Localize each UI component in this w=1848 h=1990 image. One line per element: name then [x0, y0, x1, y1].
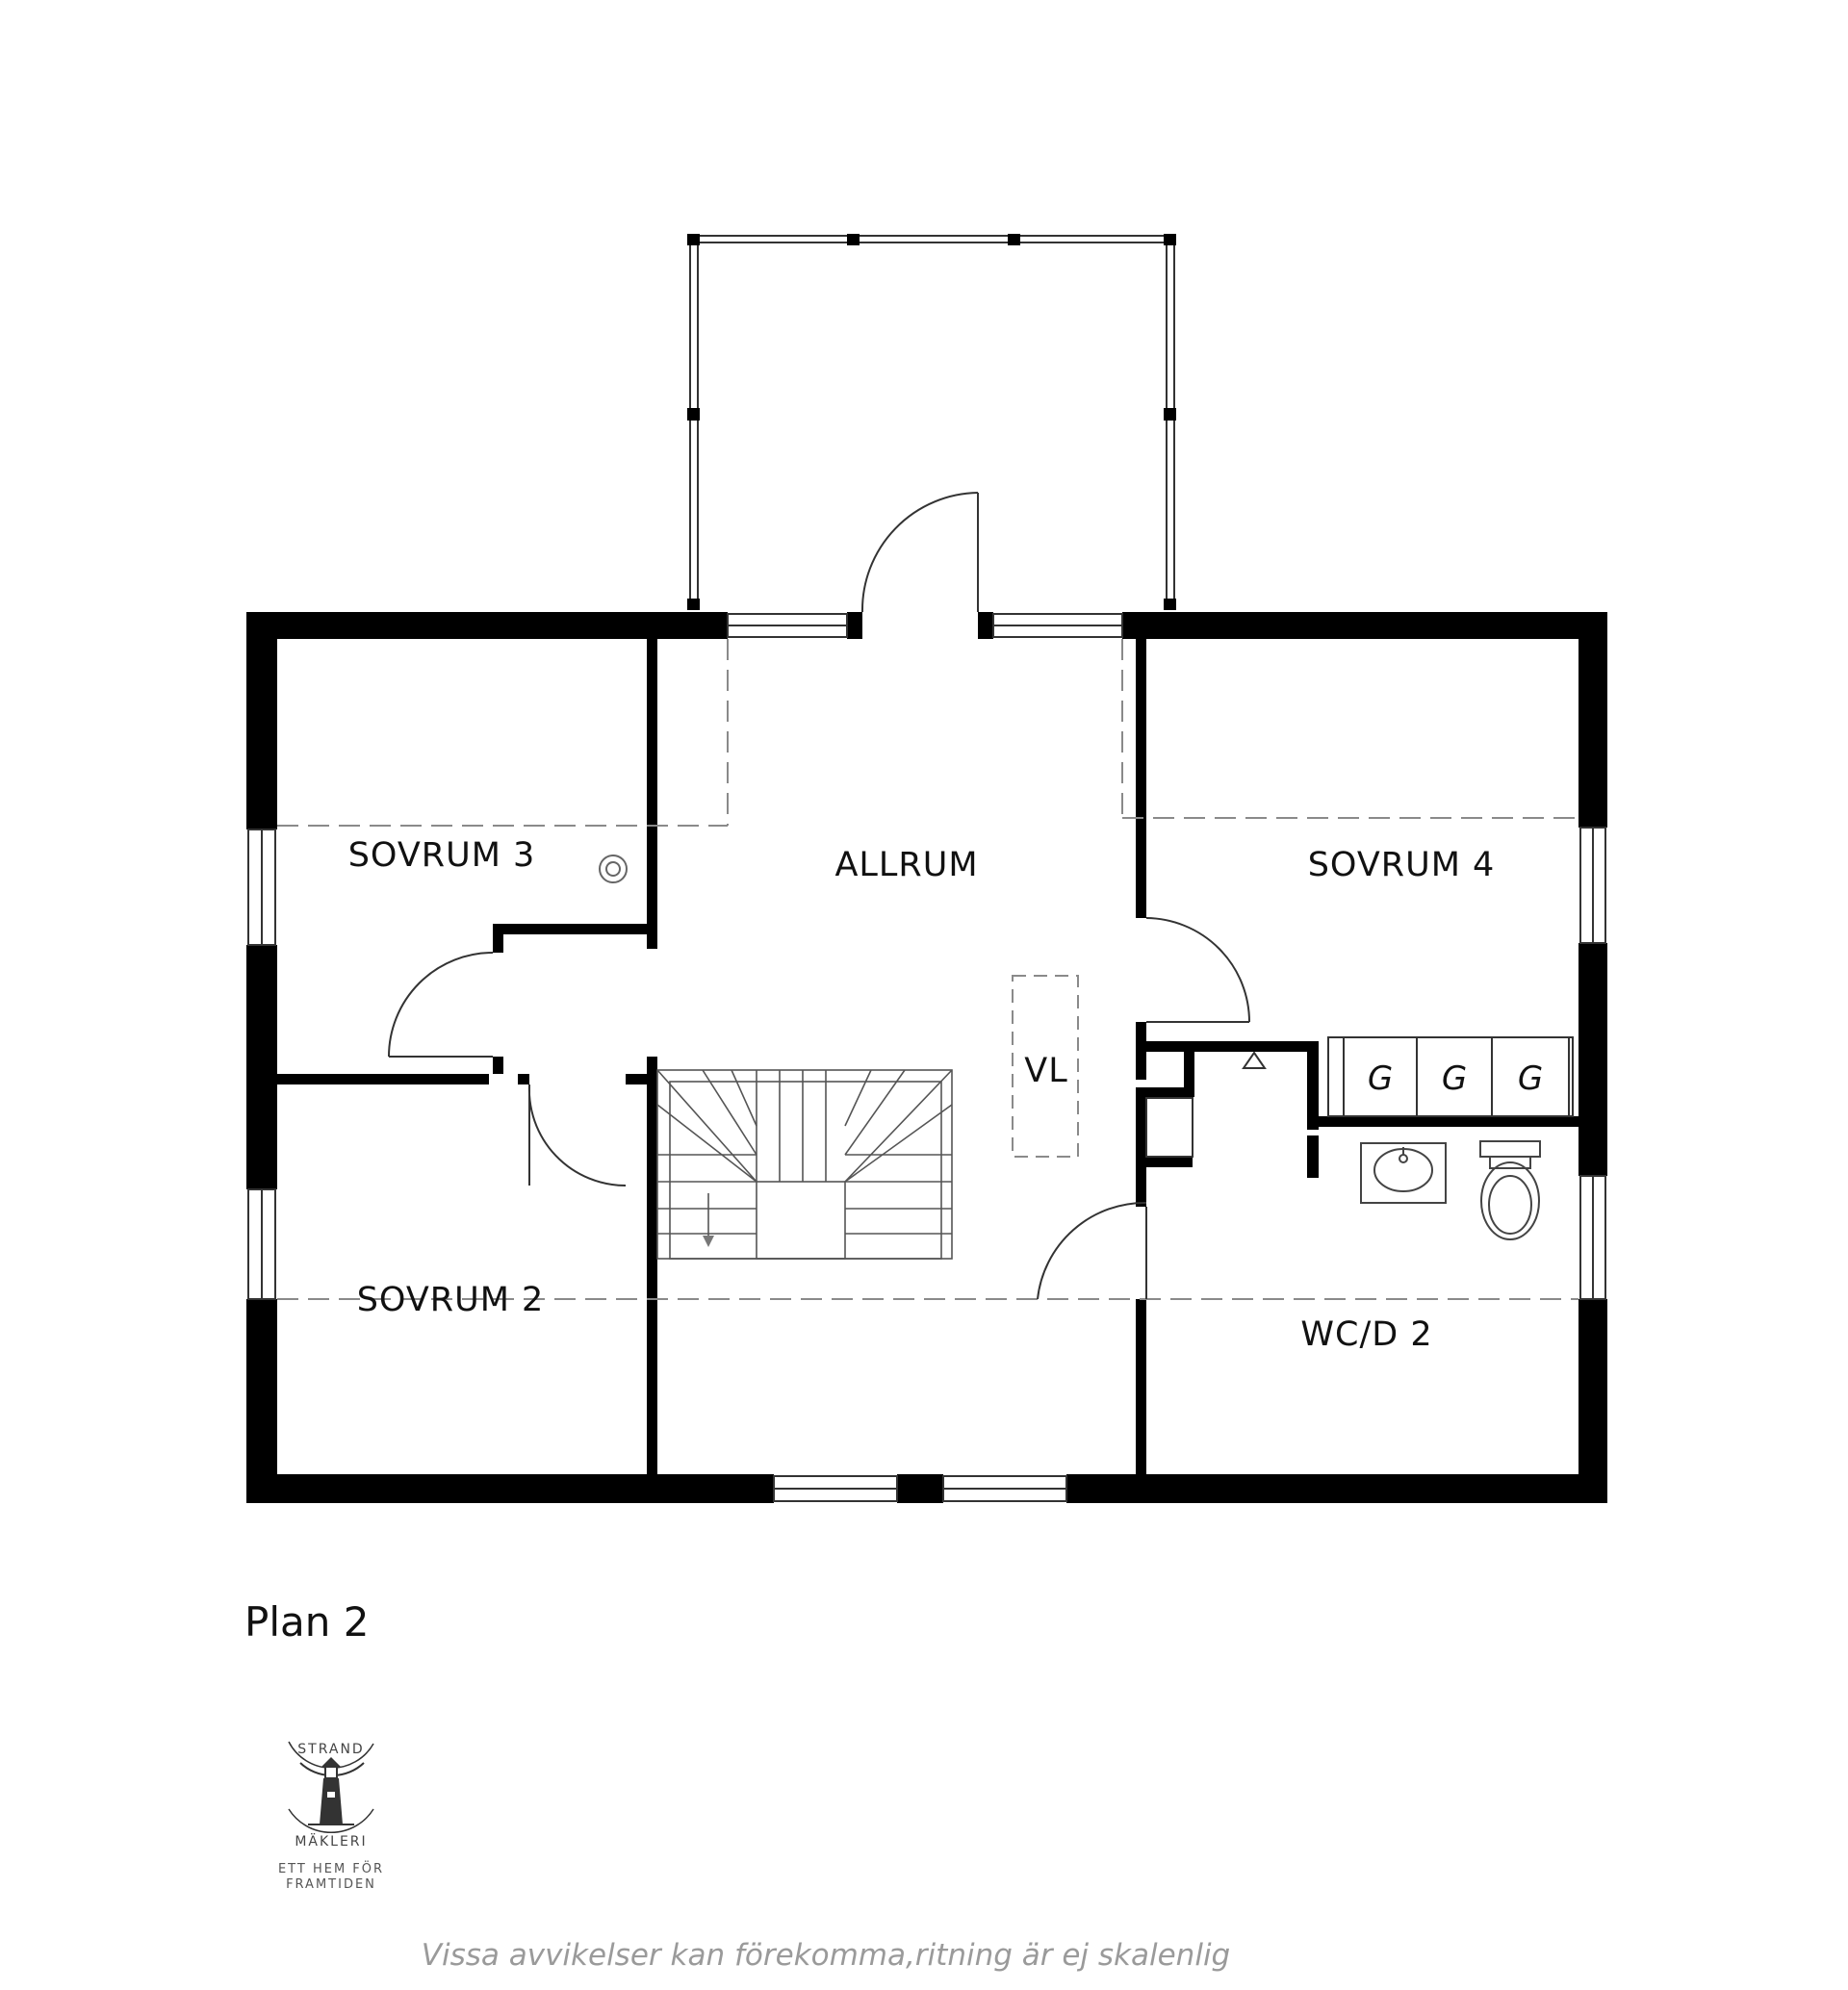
logo-tagline-2: FRAMTIDEN: [286, 1877, 376, 1892]
closet-label: G: [1518, 1059, 1543, 1098]
logo-top-text: STRAND: [297, 1742, 364, 1757]
logo-tagline-1: ETT HEM FÖR: [278, 1860, 384, 1876]
vl-outline: [1012, 975, 1079, 1158]
room-label-sovrum4: SOVRUM 4: [1308, 846, 1496, 884]
floor-fixture-circle: [599, 855, 628, 883]
closet-label: G: [1368, 1059, 1393, 1098]
room-label-allrum: ALLRUM: [834, 846, 978, 884]
exterior-walls: [246, 612, 1607, 1503]
balcony-posts: [687, 234, 1176, 610]
plan-title: Plan 2: [244, 1598, 369, 1646]
strand-maklari-logo: STRAND MÄKLERI ETT HEM FÖR FRAMTIDEN: [278, 1741, 384, 1892]
marker-triangle: [1242, 1051, 1267, 1069]
room-label-sovrum3: SOVRUM 3: [348, 836, 536, 875]
doors: [388, 492, 1250, 1300]
interior-walls: [277, 639, 1578, 1474]
logo-bottom-text: MÄKLERI: [295, 1832, 367, 1850]
room-label-vl: VL: [1024, 1052, 1067, 1090]
windows: [247, 613, 1606, 1502]
sink: [1360, 1142, 1447, 1204]
room-label-wcd2: WC/D 2: [1300, 1315, 1432, 1354]
dashed-lines: [277, 639, 1578, 1300]
closets: [1327, 1036, 1574, 1117]
door-jambs: [1145, 1097, 1194, 1158]
stair-direction-arrow: [703, 1193, 714, 1247]
closet-label: G: [1442, 1059, 1467, 1098]
balcony: [689, 235, 1175, 607]
toilet: [1479, 1140, 1541, 1240]
disclaimer: Vissa avvikelser kan förekomma,ritning ä…: [422, 1938, 1230, 1973]
lighthouse-icon: [308, 1757, 354, 1825]
staircase: [656, 1069, 953, 1260]
room-label-sovrum2: SOVRUM 2: [357, 1281, 545, 1319]
